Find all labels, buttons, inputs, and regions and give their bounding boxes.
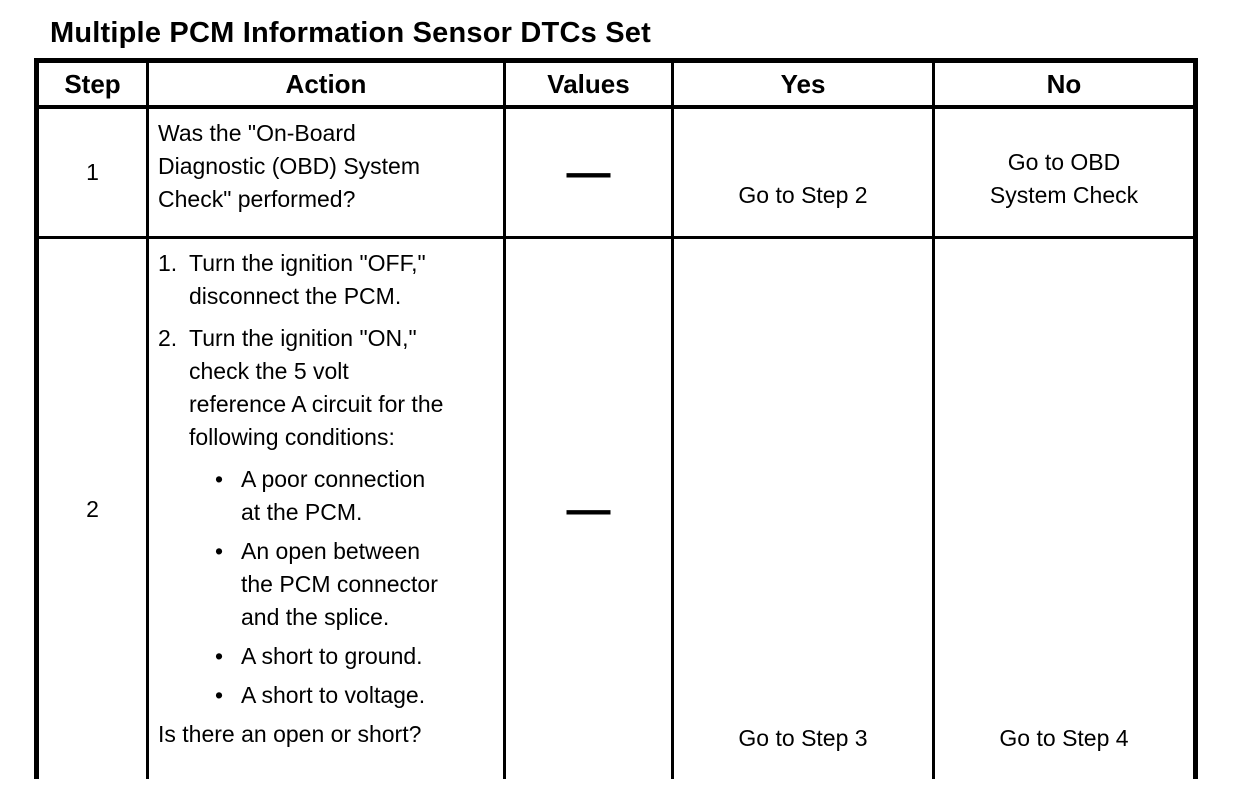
yes-instruction: Go to Step 2 — [738, 182, 868, 208]
bullet-icon: • — [215, 538, 224, 564]
bullet-condition: • A poor connection at the PCM. — [215, 463, 497, 529]
row1-no-cell: Go to OBD System Check — [935, 109, 1193, 239]
row2-action-cell: 1. Turn the ignition "OFF," disconnect t… — [149, 239, 506, 779]
header-cell-yes: Yes — [674, 63, 935, 109]
numbered-step-text: Turn the ignition "ON," check the 5 volt… — [189, 325, 444, 450]
page-title: Multiple PCM Information Sensor DTCs Set — [50, 17, 651, 49]
bullet-condition: • A short to ground. — [215, 640, 497, 673]
header-cell-values: Values — [506, 63, 674, 109]
row2-step-cell: 2 — [39, 239, 149, 779]
row2-yes-cell: Go to Step 3 — [674, 239, 935, 779]
action-question: Was the "On-Board Diagnostic (OBD) Syste… — [158, 120, 421, 212]
no-instruction: Go to OBD System Check — [989, 149, 1139, 208]
row1-values-cell: — — [506, 109, 674, 239]
header-cell-no: No — [935, 63, 1193, 109]
values-dash: — — [566, 484, 611, 534]
values-dash: — — [566, 148, 611, 197]
header-cell-step: Step — [39, 63, 149, 109]
row2-no-cell: Go to Step 4 — [935, 239, 1193, 779]
numbered-step-marker: 1. — [158, 250, 178, 276]
numbered-step: 1. Turn the ignition "OFF," disconnect t… — [158, 247, 497, 313]
row1-step-cell: 1 — [39, 109, 149, 239]
numbered-step: 2. Turn the ignition "ON," check the 5 v… — [158, 322, 497, 454]
bullet-icon: • — [215, 643, 224, 669]
row1-yes-cell: Go to Step 2 — [674, 109, 935, 239]
row2-values-cell: — — [506, 239, 674, 779]
diagnostic-table: Step Action Values Yes No 1 Was the "On-… — [34, 58, 1198, 779]
numbered-step-marker: 2. — [158, 325, 178, 351]
step-number: 2 — [86, 495, 99, 522]
step-number: 1 — [86, 159, 99, 185]
bullet-condition: • An open between the PCM connector and … — [215, 535, 497, 634]
bullet-text: A short to voltage. — [241, 682, 426, 708]
bullet-text: A poor connection at the PCM. — [241, 466, 426, 525]
bullet-text: An open between the PCM connector and th… — [241, 538, 438, 630]
header-cell-action: Action — [149, 63, 506, 109]
bullet-condition: • A short to voltage. — [215, 679, 497, 712]
bullet-icon: • — [215, 682, 224, 708]
no-instruction: Go to Step 4 — [999, 725, 1129, 751]
numbered-step-text: Turn the ignition "OFF," disconnect the … — [189, 250, 426, 309]
action-question: Is there an open or short? — [158, 721, 422, 747]
row1-action-cell: Was the "On-Board Diagnostic (OBD) Syste… — [149, 109, 506, 239]
bullet-text: A short to ground. — [241, 643, 423, 669]
yes-instruction: Go to Step 3 — [738, 725, 868, 751]
bullet-icon: • — [215, 466, 224, 492]
